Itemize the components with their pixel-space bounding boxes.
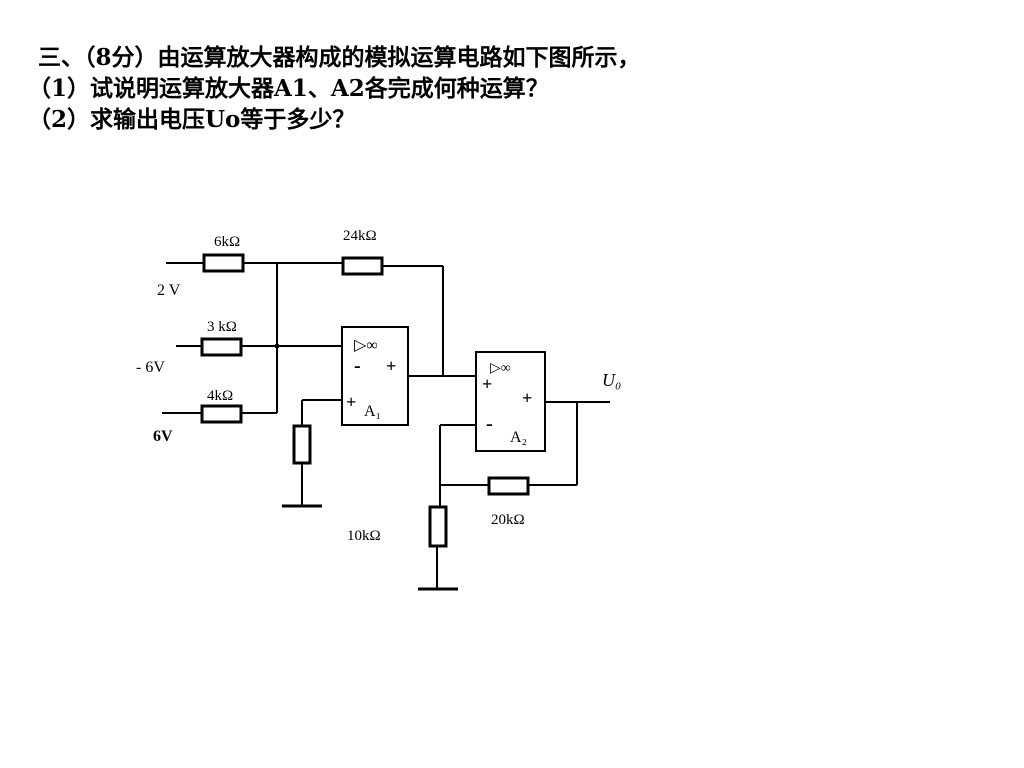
resistor-3k: [200, 337, 243, 357]
op-amp-a2-label: A₂: [510, 429, 527, 446]
op-amp-a1-inverting-sign: -: [354, 355, 361, 377]
op-amp-a2-output-sign: +: [522, 388, 532, 408]
op-amp-a1-output-sign: +: [386, 356, 396, 376]
label-output-uo: U₀: [602, 370, 621, 390]
resistor-10k: [428, 505, 448, 548]
op-amp-a1-label: A₁: [364, 403, 381, 420]
junction-dot: [274, 343, 280, 349]
label-r-10k: 10kΩ: [347, 528, 381, 544]
label-input-2v: 2 V: [157, 282, 181, 299]
label-r-24k: 24kΩ: [343, 228, 377, 244]
circuit-wires: [162, 262, 610, 588]
label-input-6v: 6V: [153, 428, 173, 445]
op-amp-a2: ▷∞ + + - A₂: [475, 351, 546, 452]
question-text: 三、（8分）由运算放大器构成的模拟运算电路如下图所示， （1）试说明运算放大器A…: [28, 42, 641, 135]
question-part-2: （2）求输出电压Uo等于多少？: [28, 106, 356, 133]
label-r-6k: 6kΩ: [214, 234, 240, 250]
question-part-1: （1）试说明运算放大器A1、A2各完成何种运算？: [28, 75, 549, 102]
label-r-20k: 20kΩ: [491, 512, 525, 528]
question-title: 三、（8分）由运算放大器构成的模拟运算电路如下图所示，: [38, 44, 641, 71]
op-amp-a1-noninverting-sign: +: [346, 392, 356, 412]
op-amp-a2-symbol: ▷∞: [490, 361, 511, 376]
op-amp-a2-noninverting-sign: +: [482, 374, 492, 394]
resistor-20k: [487, 476, 530, 496]
label-r-4k: 4kΩ: [207, 388, 233, 404]
op-amp-a1: ▷∞ - + + A₁: [341, 326, 409, 426]
op-amp-a2-inverting-sign: -: [486, 413, 493, 435]
resistor-6k: [202, 253, 245, 273]
resistor-24k: [341, 256, 384, 276]
op-amp-a1-symbol: ▷∞: [354, 337, 378, 354]
label-input-neg-6v: - 6V: [136, 359, 165, 376]
resistor-ground-a1: [292, 424, 312, 465]
label-r-3k: 3 kΩ: [207, 319, 237, 335]
resistor-4k: [200, 404, 243, 424]
